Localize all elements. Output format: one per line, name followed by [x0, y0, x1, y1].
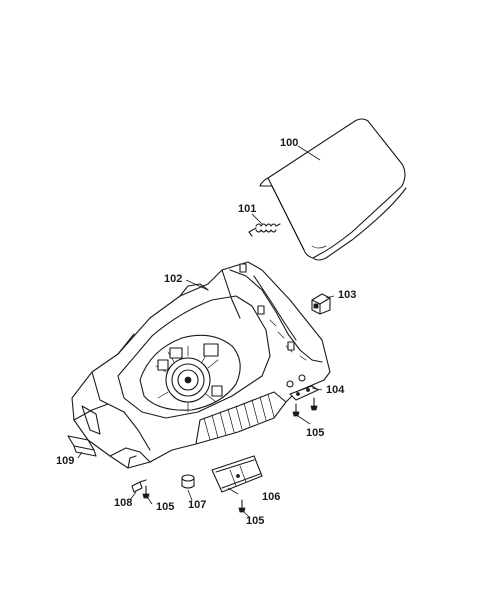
part-109-strip: [67, 435, 97, 457]
part-108-latch: [131, 479, 147, 493]
callout-106: 106: [262, 491, 280, 503]
callout-101: 101: [238, 203, 256, 215]
part-101-spring: [248, 223, 281, 237]
callout-102: 102: [164, 273, 182, 285]
part-105-screw-d: [238, 499, 246, 513]
part-107-plug: [181, 474, 195, 489]
callout-109: 109: [56, 455, 74, 467]
leader-lines: [77, 145, 335, 519]
part-105-screw-b: [310, 397, 318, 411]
callout-108: 108: [114, 497, 132, 509]
part-106-side-plate: [211, 455, 263, 493]
callout-103: 103: [338, 289, 356, 301]
part-104-bracket: [289, 385, 319, 401]
part-100-rear-flap: [259, 118, 407, 261]
callout-100: 100: [280, 137, 298, 149]
callout-104: 104: [326, 384, 345, 396]
callout-105-c: 105: [246, 515, 264, 527]
part-105-screw-c: [142, 485, 150, 499]
part-105-screw-a: [292, 403, 300, 417]
callout-107: 107: [188, 499, 206, 511]
callout-105-a: 105: [306, 427, 324, 439]
part-102-deck-housing: [71, 261, 331, 469]
part-103-clip: [311, 293, 331, 315]
callout-105-b: 105: [156, 501, 174, 513]
